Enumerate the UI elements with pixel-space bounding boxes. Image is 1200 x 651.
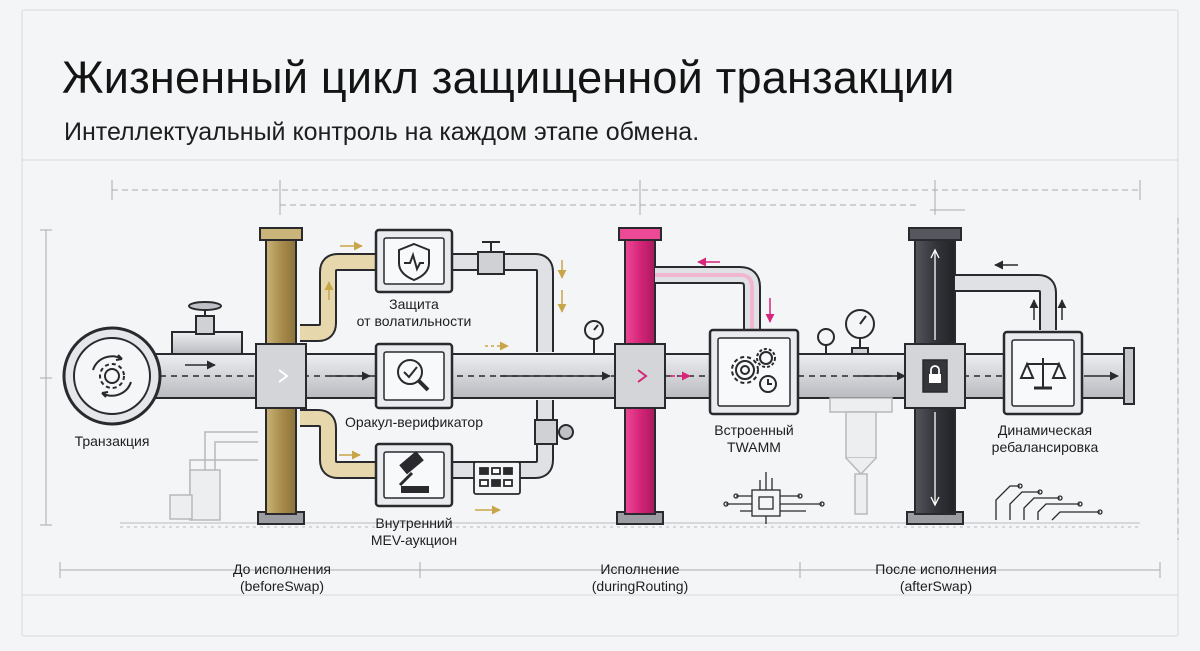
circuit-traces-middle [723,472,825,524]
page-title: Жизненный цикл защищенной транзакции [62,52,955,103]
rebalance-branch-pipe [955,260,1067,330]
phase-before: До исполнения (beforeSwap) [233,561,331,595]
phase-after-name: После исполнения [875,561,997,577]
label-twamm: Встроенный TWAMM [714,422,793,456]
lock-icon [922,359,948,393]
scales-icon [1019,358,1067,390]
magnifier-check-icon [397,359,430,392]
gavel-icon [398,451,429,493]
label-mev-line2: MEV-аукцион [370,532,458,548]
utility-pipes-left [169,431,258,521]
label-rebalance-line1: Динамическая [997,422,1093,438]
twamm-branch-pipe [655,257,775,330]
label-mev-line1: Внутренний [375,515,453,531]
phase-before-hook: (beforeSwap) [239,578,325,594]
label-oracle: Оракул-верификатор [344,414,484,430]
phase-during-name: Исполнение [600,561,680,577]
transaction-inlet [62,326,162,426]
label-volatility: Защита от волатильности [357,296,472,330]
dimension-lines [40,180,1179,578]
filter-drain [829,397,893,515]
column-before [255,227,307,525]
label-volatility-line1: Защита [389,296,439,312]
label-rebalance: Динамическая ребалансировка [992,422,1099,456]
sync-gear-icon [92,354,132,398]
branch-pipes-before [300,241,567,515]
label-mev: Внутренний MEV-аукцион [371,515,457,549]
column-during [614,227,666,525]
label-rebalance-line2: ребалансировка [991,439,1099,455]
phase-after-hook: (afterSwap) [899,578,973,594]
label-transaction: Транзакция [74,433,150,449]
main-flow-arrows [185,360,1119,381]
label-twamm-line1: Встроенный [714,422,794,438]
circuit-traces-right [995,483,1103,521]
phase-after: После исполнения (afterSwap) [875,561,996,595]
phase-during-hook: (duringRouting) [591,578,689,594]
page-subtitle: Интеллектуальный контроль на каждом этап… [64,118,700,146]
inlet-valve [171,301,243,355]
label-volatility-line2: от волатильности [356,313,472,329]
branch-valve-top [477,241,505,275]
switch-panel [473,461,521,495]
branch-valve-bottom [534,419,574,445]
box-oracle [374,342,454,410]
label-twamm-line2: TWAMM [727,439,781,455]
phase-before-name: До исполнения [232,561,332,577]
shield-pulse-icon [398,242,430,282]
gears-clock-icon [731,348,777,393]
gauge-before [584,320,604,354]
gauges-middle [817,309,875,355]
column-after [904,227,966,525]
phase-during: Исполнение (duringRouting) [592,561,689,595]
